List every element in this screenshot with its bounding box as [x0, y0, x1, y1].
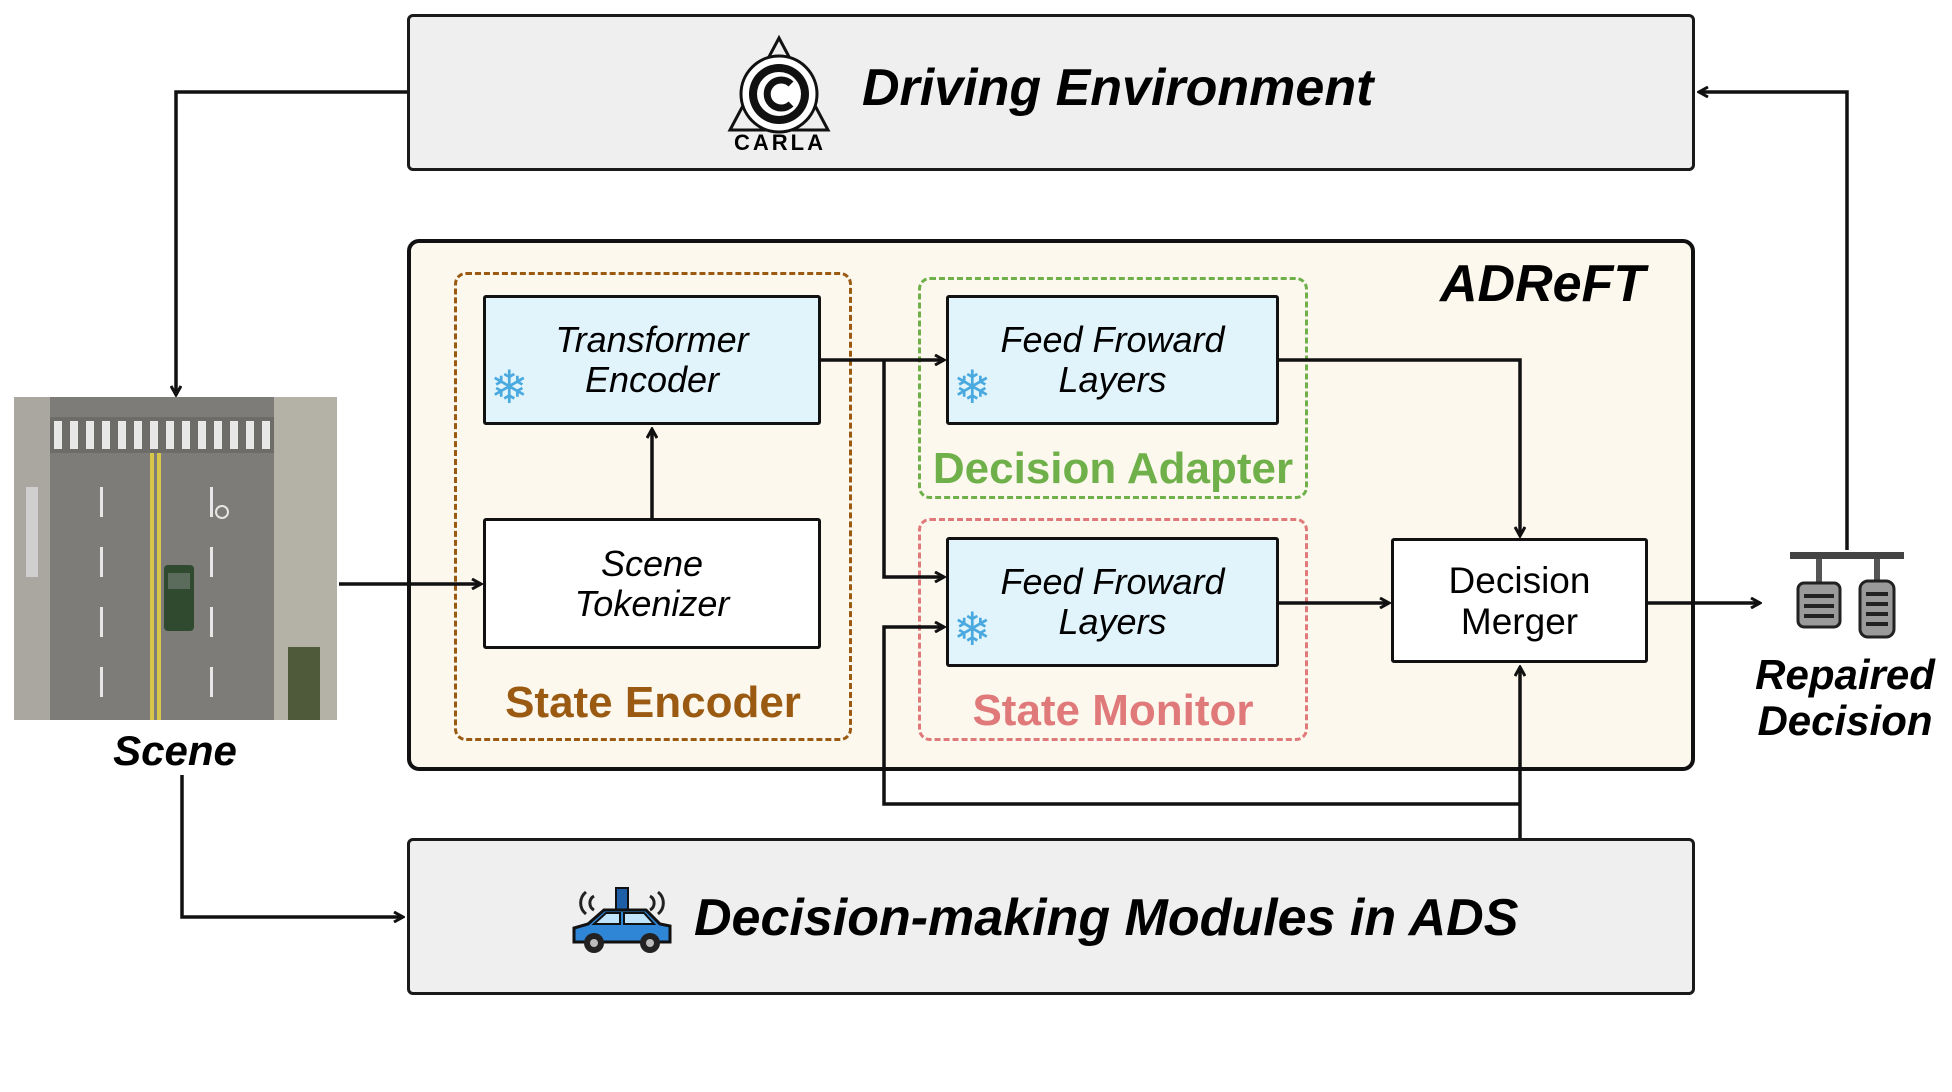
arrow-environment-to-scene	[176, 90, 407, 395]
scene-tokenizer-line2: Tokenizer	[574, 582, 730, 624]
autonomous-car-icon	[568, 880, 676, 956]
repaired-decision-label: Repaired Decision	[1740, 652, 1950, 744]
state-monitor-ffn-line2: Layers	[1058, 601, 1167, 642]
decision-adapter-label: Decision Adapter	[932, 444, 1294, 493]
decision-adapter-group	[918, 277, 1308, 499]
carla-logo-icon	[724, 34, 834, 154]
repaired-decision-line1: Repaired	[1755, 651, 1935, 698]
driving-environment-box	[407, 14, 1695, 171]
decision-merger-line1: Decision	[1448, 559, 1591, 601]
decision-merger-line2: Merger	[1460, 600, 1579, 642]
decision-adapter-ffn-block: Feed Froward Layers	[946, 295, 1279, 425]
decision-adapter-ffn-line2: Layers	[1058, 359, 1167, 400]
scene-tokenizer-block: Scene Tokenizer	[483, 518, 821, 649]
state-monitor-group	[918, 518, 1308, 741]
transformer-encoder-line2: Encoder	[584, 359, 720, 400]
snowflake-icon: ❄	[490, 360, 529, 414]
decision-adapter-ffn-line1: Feed Froward	[1000, 319, 1225, 360]
arrow-output-to-environment	[1699, 92, 1849, 550]
repaired-decision-line2: Decision	[1757, 697, 1933, 744]
state-monitor-ffn-line1: Feed Froward	[1000, 561, 1225, 602]
state-encoder-group	[454, 272, 852, 741]
scene-label: Scene	[113, 727, 237, 774]
state-encoder-label: State Encoder	[505, 678, 801, 727]
driving-environment-label: Driving Environment	[862, 59, 1374, 117]
arrow-encoder-to-monitor	[882, 360, 944, 577]
transformer-encoder-block: Transformer Encoder	[483, 295, 821, 425]
adreft-title: ADReFT	[1440, 255, 1646, 313]
state-monitor-label: State Monitor	[972, 686, 1254, 735]
decision-merger-block: Decision Merger	[1391, 538, 1648, 663]
arrow-modules-to-monitor	[882, 627, 1520, 806]
snowflake-icon: ❄	[953, 602, 992, 656]
decision-modules-label: Decision-making Modules in ADS	[694, 889, 1519, 947]
scene-image	[14, 397, 337, 720]
arrow-scene-to-modules	[180, 775, 403, 917]
carla-logo-text: CARLA	[734, 130, 826, 155]
transformer-encoder-line1: Transformer	[555, 319, 749, 360]
pedals-icon	[1788, 548, 1906, 646]
snowflake-icon: ❄	[953, 360, 992, 414]
state-monitor-ffn-block: Feed Froward Layers	[946, 537, 1279, 667]
scene-tokenizer-line1: Scene	[600, 542, 704, 584]
arrow-adapter-to-merger	[1279, 358, 1520, 536]
